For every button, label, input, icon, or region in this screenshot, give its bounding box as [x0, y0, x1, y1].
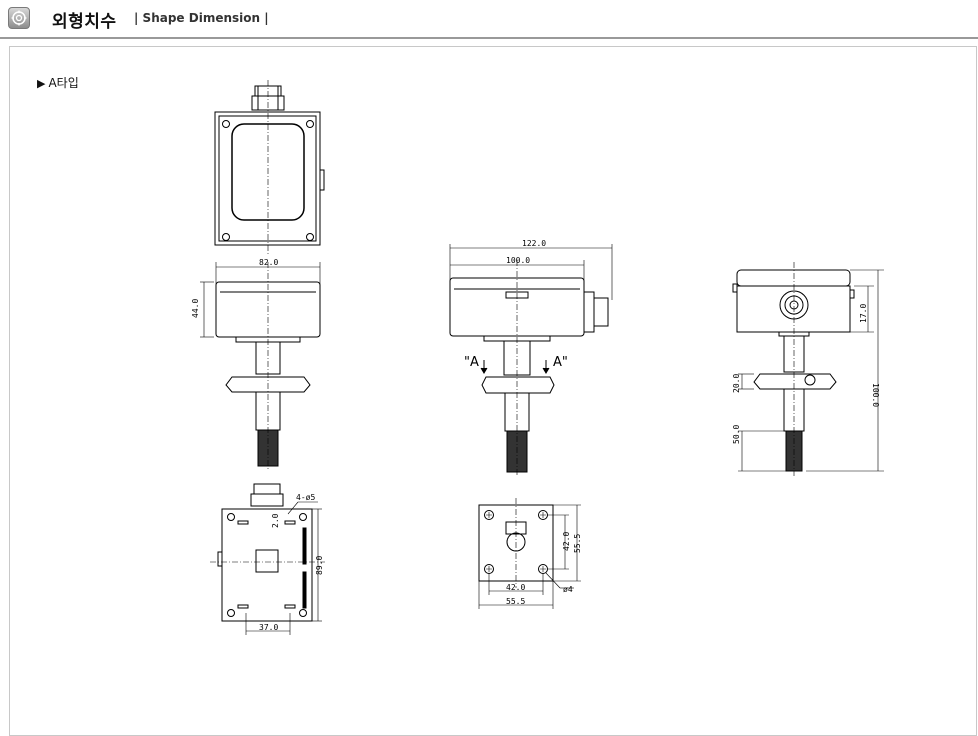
flange-view	[478, 498, 581, 609]
dim-right-probe: 50.0	[732, 425, 741, 444]
dim-flange-outer-v: 55.5	[573, 534, 582, 553]
view-marker-left: "A	[464, 355, 479, 370]
header-divider	[0, 37, 978, 39]
dim-side-total: 122.0	[522, 239, 546, 248]
dim-top-offset: 2.0	[271, 513, 280, 528]
dim-top-height: 89.0	[315, 556, 324, 575]
page-header: 외형치수 | Shape Dimension |	[0, 0, 978, 36]
dim-top-holes: 4-ø5	[296, 493, 315, 502]
dim-right-top: 17.0	[859, 304, 868, 323]
dim-flange-outer-h: 55.5	[506, 597, 525, 606]
page-subtitle: | Shape Dimension |	[134, 11, 269, 25]
dim-flange-inner-h: 42.0	[506, 583, 525, 592]
dim-side-body: 100.0	[506, 256, 530, 265]
front-housing-view	[214, 80, 325, 255]
page-title: 외형치수	[52, 12, 117, 32]
dim-front-width: 82.0	[259, 258, 278, 267]
dim-top-width: 37.0	[259, 623, 278, 632]
right-elevation-view	[732, 262, 884, 476]
gear-badge-icon	[8, 7, 30, 29]
front-elevation-view	[200, 262, 321, 470]
dim-flange-hole: ø4	[563, 585, 573, 594]
dim-right-flange: 20.0	[732, 374, 741, 393]
dim-right-total: 100.0	[871, 383, 880, 407]
section-label: ▶A타입	[37, 74, 79, 91]
view-marker-right: A"	[553, 355, 568, 370]
section-label-text: A타입	[48, 76, 79, 90]
dim-front-height: 44.0	[191, 299, 200, 318]
side-elevation-view	[449, 244, 613, 476]
top-housing-view	[210, 483, 325, 635]
dim-flange-inner-v: 42.0	[562, 532, 571, 551]
triangle-bullet-icon: ▶	[37, 77, 46, 90]
